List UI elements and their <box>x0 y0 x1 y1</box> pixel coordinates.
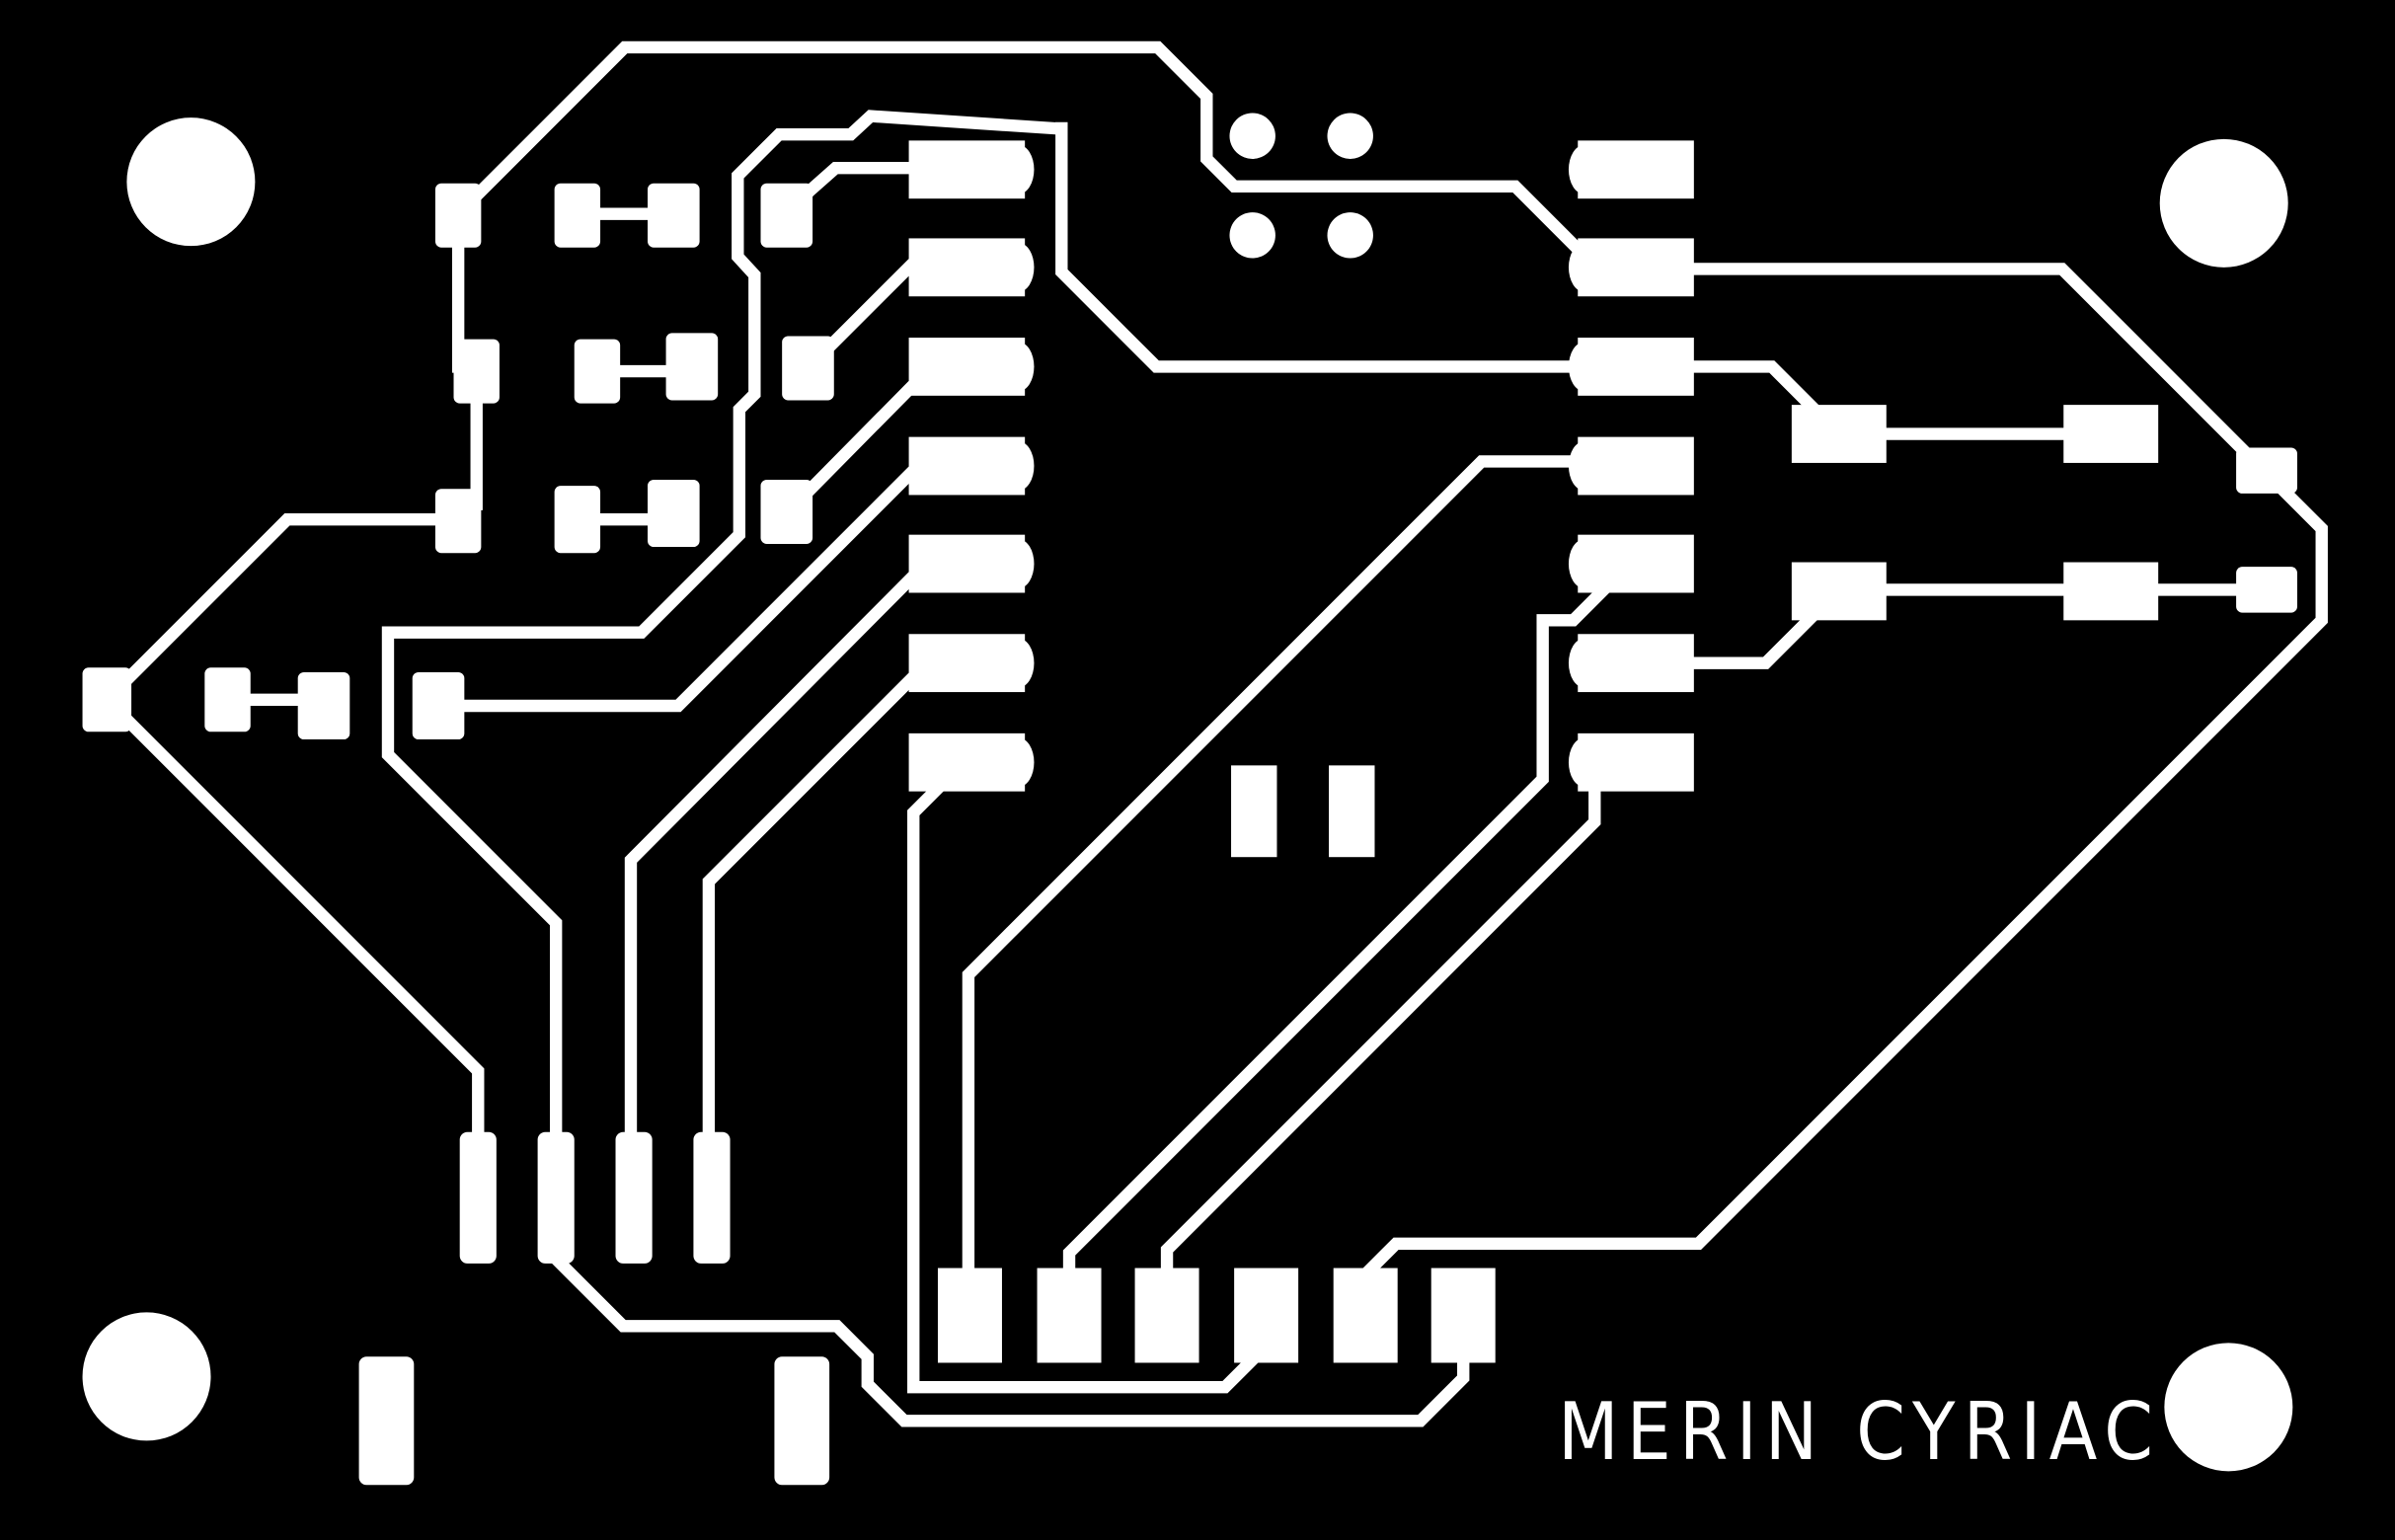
component-pad <box>434 489 482 554</box>
mounting-holes <box>82 117 2293 1472</box>
smd-pad <box>2063 562 2159 621</box>
component-pad <box>2236 447 2297 494</box>
header-pad <box>1234 1268 1299 1363</box>
mounting-hole <box>126 117 256 247</box>
ic-pad-rounded-end <box>1568 342 1599 392</box>
mounting-hole <box>2159 138 2288 268</box>
header-pad <box>1430 1268 1496 1363</box>
smd-pad <box>1791 405 1887 463</box>
smd-pad <box>1329 765 1375 858</box>
ic-pads-right-row <box>1568 140 1694 792</box>
vias <box>1229 113 1373 259</box>
copper-trace <box>1055 121 1826 422</box>
copper-trace <box>98 691 485 1168</box>
mounting-hole <box>2164 1343 2293 1472</box>
ic-pad-rounded-end <box>1568 638 1599 688</box>
via-pad <box>1327 212 1373 259</box>
header-pad <box>937 1268 1002 1363</box>
passive-component-pads <box>82 183 2297 740</box>
smd-pad <box>1791 562 1887 621</box>
ic-pad-rounded-end <box>1568 539 1599 588</box>
ic-pad-rounded-end <box>1003 441 1035 491</box>
usb-pad <box>358 1356 415 1486</box>
copper-trace <box>381 110 1061 1168</box>
header-pad <box>1333 1268 1398 1363</box>
via-pad <box>1327 113 1373 159</box>
smd-pad <box>1231 765 1277 858</box>
ic-pads-left-row <box>908 140 1035 792</box>
usb-pad <box>537 1131 575 1264</box>
component-pad <box>648 183 700 248</box>
board-label: MERIN CYRIAC <box>1558 1385 2161 1478</box>
header-pad <box>1134 1268 1199 1363</box>
component-pad <box>760 479 813 544</box>
component-pad <box>760 183 813 248</box>
copper-trace <box>962 455 1641 1305</box>
component-pad <box>574 339 621 404</box>
smd-rect-pads <box>1231 405 2159 858</box>
ic-pad-rounded-end <box>1003 243 1035 292</box>
component-pad <box>554 486 601 554</box>
copper-trace <box>544 1247 1470 1427</box>
ic-pad-rounded-end <box>1568 243 1599 292</box>
mounting-hole <box>82 1312 211 1441</box>
ic-pad-rounded-end <box>1003 737 1035 788</box>
pin-header-pads <box>937 1268 1496 1363</box>
usb-pad <box>774 1356 830 1486</box>
component-pad <box>82 667 132 732</box>
ic-pad-rounded-end <box>1003 145 1035 194</box>
ic-pad-rounded-end <box>1003 342 1035 392</box>
copper-trace <box>907 748 1271 1394</box>
component-pad <box>434 183 482 248</box>
ic-pad-rounded-end <box>1003 638 1035 688</box>
copper-trace <box>449 40 1583 254</box>
ic-pad-rounded-end <box>1568 145 1599 194</box>
copper-trace <box>1359 263 2328 1280</box>
component-pad <box>412 671 465 740</box>
smd-pad <box>2063 405 2159 463</box>
copper-trace <box>433 466 918 713</box>
usb-pad <box>615 1131 653 1264</box>
copper-trace <box>702 672 918 1168</box>
ic-pad-rounded-end <box>1568 737 1599 788</box>
usb-pad <box>459 1131 497 1264</box>
component-pad <box>665 333 719 401</box>
component-pad <box>2236 567 2297 613</box>
usb-pad <box>693 1131 731 1264</box>
component-pad <box>782 336 834 401</box>
component-pad <box>648 479 700 548</box>
usb-connector-pads <box>358 1131 830 1486</box>
via-pad <box>1229 212 1275 259</box>
copper-trace <box>624 572 918 1168</box>
component-pad <box>453 339 500 404</box>
ic-pad-rounded-end <box>1568 441 1599 491</box>
component-pad <box>554 183 601 248</box>
via-pad <box>1229 113 1275 159</box>
component-pad <box>204 667 251 732</box>
copper-trace <box>1062 550 1644 1305</box>
component-pad <box>297 671 350 740</box>
header-pad <box>1037 1268 1102 1363</box>
ic-pad-rounded-end <box>1003 539 1035 588</box>
